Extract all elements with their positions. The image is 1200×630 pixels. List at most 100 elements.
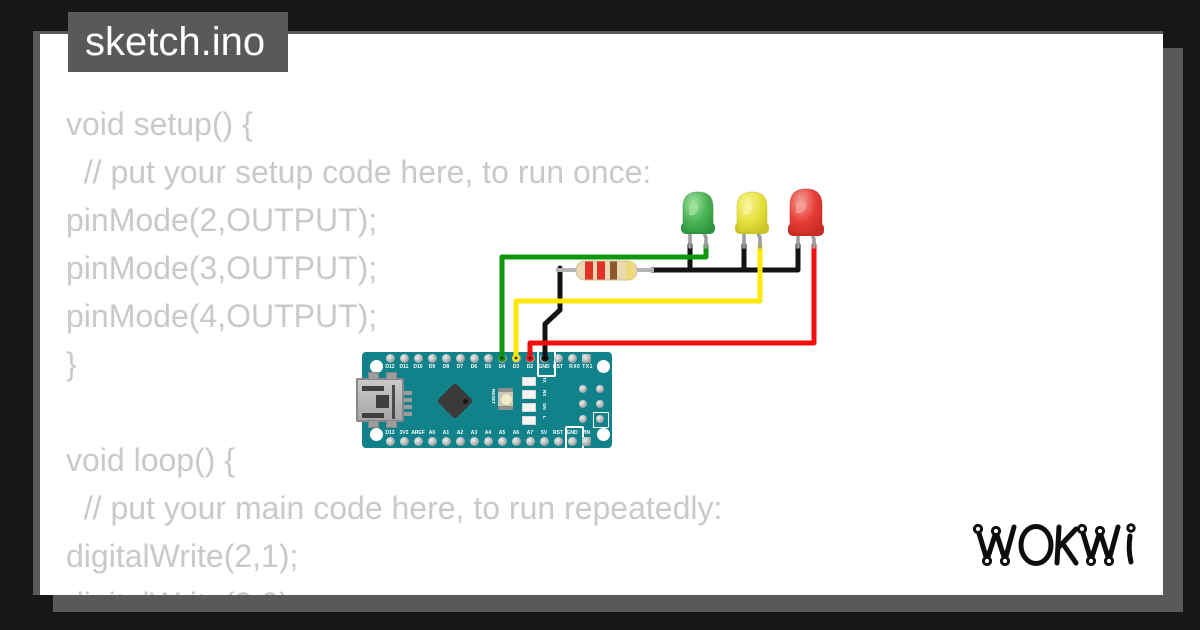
code-line: // put your main code here, to run repea… xyxy=(66,490,723,526)
mounting-hole xyxy=(596,427,610,441)
pin-label: A7 xyxy=(526,429,534,436)
pin-label: 3V3 xyxy=(399,429,409,436)
pin-label: D10 xyxy=(413,363,423,370)
code-line: // put your setup code here, to run once… xyxy=(66,154,652,190)
code-block: void setup() { // put your setup code he… xyxy=(66,100,722,595)
pin xyxy=(427,436,437,446)
pin-label: GND xyxy=(566,429,578,436)
pin-label: A1 xyxy=(442,429,450,436)
pin-label: D5 xyxy=(484,363,492,370)
pin-label: A2 xyxy=(456,429,464,436)
icsp-pad xyxy=(579,415,587,423)
code-line: void loop() { xyxy=(66,442,235,478)
usb-connector xyxy=(356,372,412,428)
pin xyxy=(469,436,479,446)
icsp-pad xyxy=(596,385,604,393)
rx-led-label: RX xyxy=(542,390,547,397)
pin-label: D3 xyxy=(512,363,520,370)
pin xyxy=(455,436,465,446)
rx-led xyxy=(522,390,536,399)
pin xyxy=(385,353,395,363)
usb-pin xyxy=(404,398,412,402)
pin xyxy=(567,353,577,363)
pin-label: RST xyxy=(553,429,563,436)
pin xyxy=(455,353,465,363)
usb-pin xyxy=(404,405,412,409)
icsp-pad xyxy=(596,400,604,408)
code-line: void setup() { xyxy=(66,106,253,142)
pin xyxy=(441,436,451,446)
pin xyxy=(497,436,507,446)
tx-led xyxy=(522,377,536,386)
reset-label: RESET xyxy=(491,389,496,405)
pin-label: D13 xyxy=(385,429,395,436)
sketch-filename: sketch.ino xyxy=(85,19,266,64)
bottom-pin-row xyxy=(385,436,591,446)
code-line: pinMode(2,OUTPUT); xyxy=(66,202,378,238)
code-line: digitalWrite(2,1); xyxy=(66,538,299,574)
pin-label: GND xyxy=(538,363,550,370)
pin xyxy=(539,436,549,446)
icsp-pad xyxy=(579,385,587,393)
pin xyxy=(511,436,521,446)
usb-tab xyxy=(386,372,397,380)
pin xyxy=(441,353,451,363)
pin-label: RST xyxy=(553,363,563,370)
wokwi-logo xyxy=(972,523,1136,567)
chip-pin1-dot xyxy=(463,399,468,404)
pin-label: D7 xyxy=(456,363,464,370)
tx-led-label: TX xyxy=(542,377,547,383)
pin xyxy=(553,436,563,446)
preview-card: void setup() { // put your setup code he… xyxy=(33,31,1163,595)
pin-label: 5V xyxy=(540,429,548,436)
pin xyxy=(399,436,409,446)
l-led-label: L xyxy=(542,416,547,419)
pin xyxy=(385,436,395,446)
pin-label: AREF xyxy=(411,429,425,436)
pin-label: A4 xyxy=(484,429,492,436)
usb-detail xyxy=(362,413,384,418)
pin-label: A3 xyxy=(470,429,478,436)
pin xyxy=(483,436,493,446)
usb-detail xyxy=(362,386,384,391)
code-line: pinMode(3,OUTPUT); xyxy=(66,250,378,286)
sketch-title-tab: sketch.ino xyxy=(68,12,288,72)
pin-label: D9 xyxy=(428,363,436,370)
reset-button-cap xyxy=(499,392,513,406)
code-line: } xyxy=(66,346,77,382)
usb-pin xyxy=(404,391,412,395)
mounting-hole xyxy=(369,427,383,441)
usb-pin xyxy=(404,412,412,416)
logo-node-rings xyxy=(972,523,1136,567)
pin-label: D6 xyxy=(470,363,478,370)
pin-label: D2 xyxy=(526,363,534,370)
usb-tab xyxy=(368,372,379,380)
pin-label: D8 xyxy=(442,363,450,370)
pin xyxy=(399,353,409,363)
pin-label: VIN xyxy=(581,429,591,436)
pin xyxy=(567,436,577,446)
usb-tab xyxy=(386,420,397,428)
code-line: digitalWrite(2,0); xyxy=(66,580,722,595)
l-led xyxy=(522,416,536,425)
pin xyxy=(469,353,479,363)
on-led xyxy=(522,403,536,412)
code-line: pinMode(4,OUTPUT); xyxy=(66,298,378,334)
mounting-hole xyxy=(369,359,383,373)
pin xyxy=(581,353,591,363)
pin-label: D4 xyxy=(498,363,506,370)
usb-tab xyxy=(368,420,379,428)
icsp-pad xyxy=(579,400,587,408)
pin-label: D11 xyxy=(399,363,409,370)
icsp-highlight xyxy=(593,412,609,428)
pin xyxy=(413,353,423,363)
pin-label: A6 xyxy=(512,429,520,436)
pin-label: A0 xyxy=(428,429,436,436)
pin xyxy=(427,353,437,363)
rx-tx-label: RX0 TX1 xyxy=(569,364,593,370)
pin-label: A5 xyxy=(498,429,506,436)
